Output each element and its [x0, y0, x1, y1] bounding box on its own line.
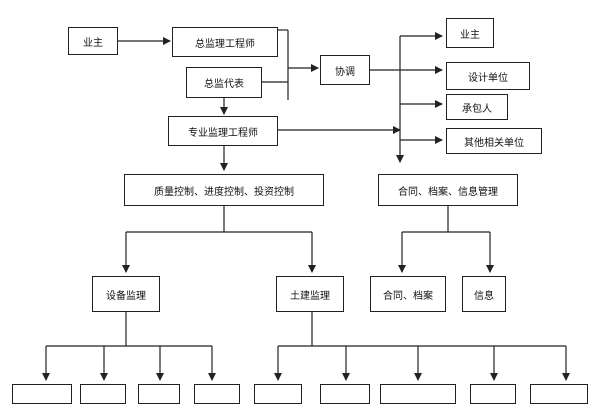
- node-other-units-label: 其他相关单位: [464, 137, 524, 149]
- node-bottom-3: [138, 384, 180, 404]
- node-control-tasks: 质量控制、进度控制、投资控制: [124, 174, 324, 206]
- node-bottom-9: [530, 384, 588, 404]
- node-contract-archive-label: 合同、档案: [383, 290, 433, 302]
- node-chief-engineer: 总监理工程师: [172, 27, 278, 57]
- node-other-units: 其他相关单位: [446, 128, 542, 154]
- node-bottom-7: [380, 384, 456, 404]
- node-chief-engineer-label: 总监理工程师: [195, 38, 255, 50]
- node-information-label: 信息: [474, 290, 494, 302]
- node-owner-label: 业主: [83, 37, 103, 49]
- node-contractor: 承包人: [446, 94, 508, 120]
- node-civil-supervision: 土建监理: [276, 276, 344, 312]
- node-bottom-1: [12, 384, 72, 404]
- node-specialty-engineer-label: 专业监理工程师: [188, 127, 258, 139]
- node-equipment-supervision: 设备监理: [92, 276, 160, 312]
- node-design-unit: 设计单位: [446, 62, 530, 90]
- node-bottom-4: [194, 384, 240, 404]
- node-owner-right-label: 业主: [460, 29, 480, 41]
- node-contract-archive: 合同、档案: [370, 276, 446, 312]
- node-bottom-5: [254, 384, 302, 404]
- node-design-unit-label: 设计单位: [468, 72, 508, 84]
- node-owner-right: 业主: [446, 18, 494, 48]
- node-civil-supervision-label: 土建监理: [290, 290, 330, 302]
- node-owner: 业主: [68, 27, 118, 55]
- node-coordination-label: 协调: [335, 66, 355, 78]
- node-information: 信息: [462, 276, 506, 312]
- node-chief-rep: 总监代表: [186, 67, 262, 98]
- node-coordination: 协调: [320, 55, 370, 85]
- node-bottom-8: [470, 384, 516, 404]
- node-bottom-2: [80, 384, 126, 404]
- node-equipment-supervision-label: 设备监理: [106, 290, 146, 302]
- node-info-management: 合同、档案、信息管理: [378, 174, 518, 206]
- node-bottom-6: [320, 384, 370, 404]
- node-control-tasks-label: 质量控制、进度控制、投资控制: [154, 186, 294, 198]
- node-chief-rep-label: 总监代表: [204, 79, 244, 90]
- node-specialty-engineer: 专业监理工程师: [168, 116, 278, 146]
- node-contractor-label: 承包人: [462, 103, 492, 115]
- node-info-management-label: 合同、档案、信息管理: [398, 186, 498, 198]
